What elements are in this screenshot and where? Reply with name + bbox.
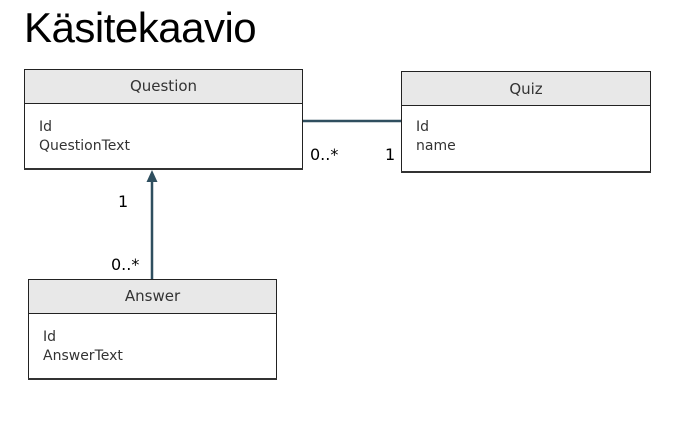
class-answer-attributes: Id AnswerText [29, 314, 276, 366]
class-answer-bottom-border [28, 378, 277, 380]
arrowhead-icon [146, 170, 158, 182]
class-answer-attribute: Id [43, 329, 57, 345]
class-quiz-attribute: Id [416, 119, 430, 135]
class-question-attribute: QuestionText [39, 138, 130, 154]
class-question-name: Question [25, 70, 302, 104]
multiplicity-question-quiz-quiz-end: 1 [385, 145, 396, 164]
class-answer-name: Answer [29, 280, 276, 314]
multiplicity-answer-question-question-end: 1 [118, 192, 129, 211]
class-answer[interactable]: Answer Id AnswerText [28, 279, 277, 380]
class-quiz-attributes: Id name [402, 106, 650, 156]
class-quiz-attribute: name [416, 138, 456, 154]
class-question-attributes: Id QuestionText [25, 104, 302, 156]
class-question-attribute: Id [39, 119, 53, 135]
multiplicity-answer-question-answer-end: 0..* [111, 255, 140, 274]
class-question[interactable]: Question Id QuestionText [24, 69, 303, 170]
class-quiz-bottom-border [401, 171, 651, 173]
class-quiz-name: Quiz [402, 72, 650, 106]
class-question-bottom-border [24, 168, 303, 170]
diagram-title: Käsitekaavio [24, 4, 257, 51]
multiplicity-question-quiz-question-end: 0..* [310, 145, 339, 164]
class-answer-attribute: AnswerText [43, 348, 123, 364]
class-quiz[interactable]: Quiz Id name [401, 71, 651, 173]
